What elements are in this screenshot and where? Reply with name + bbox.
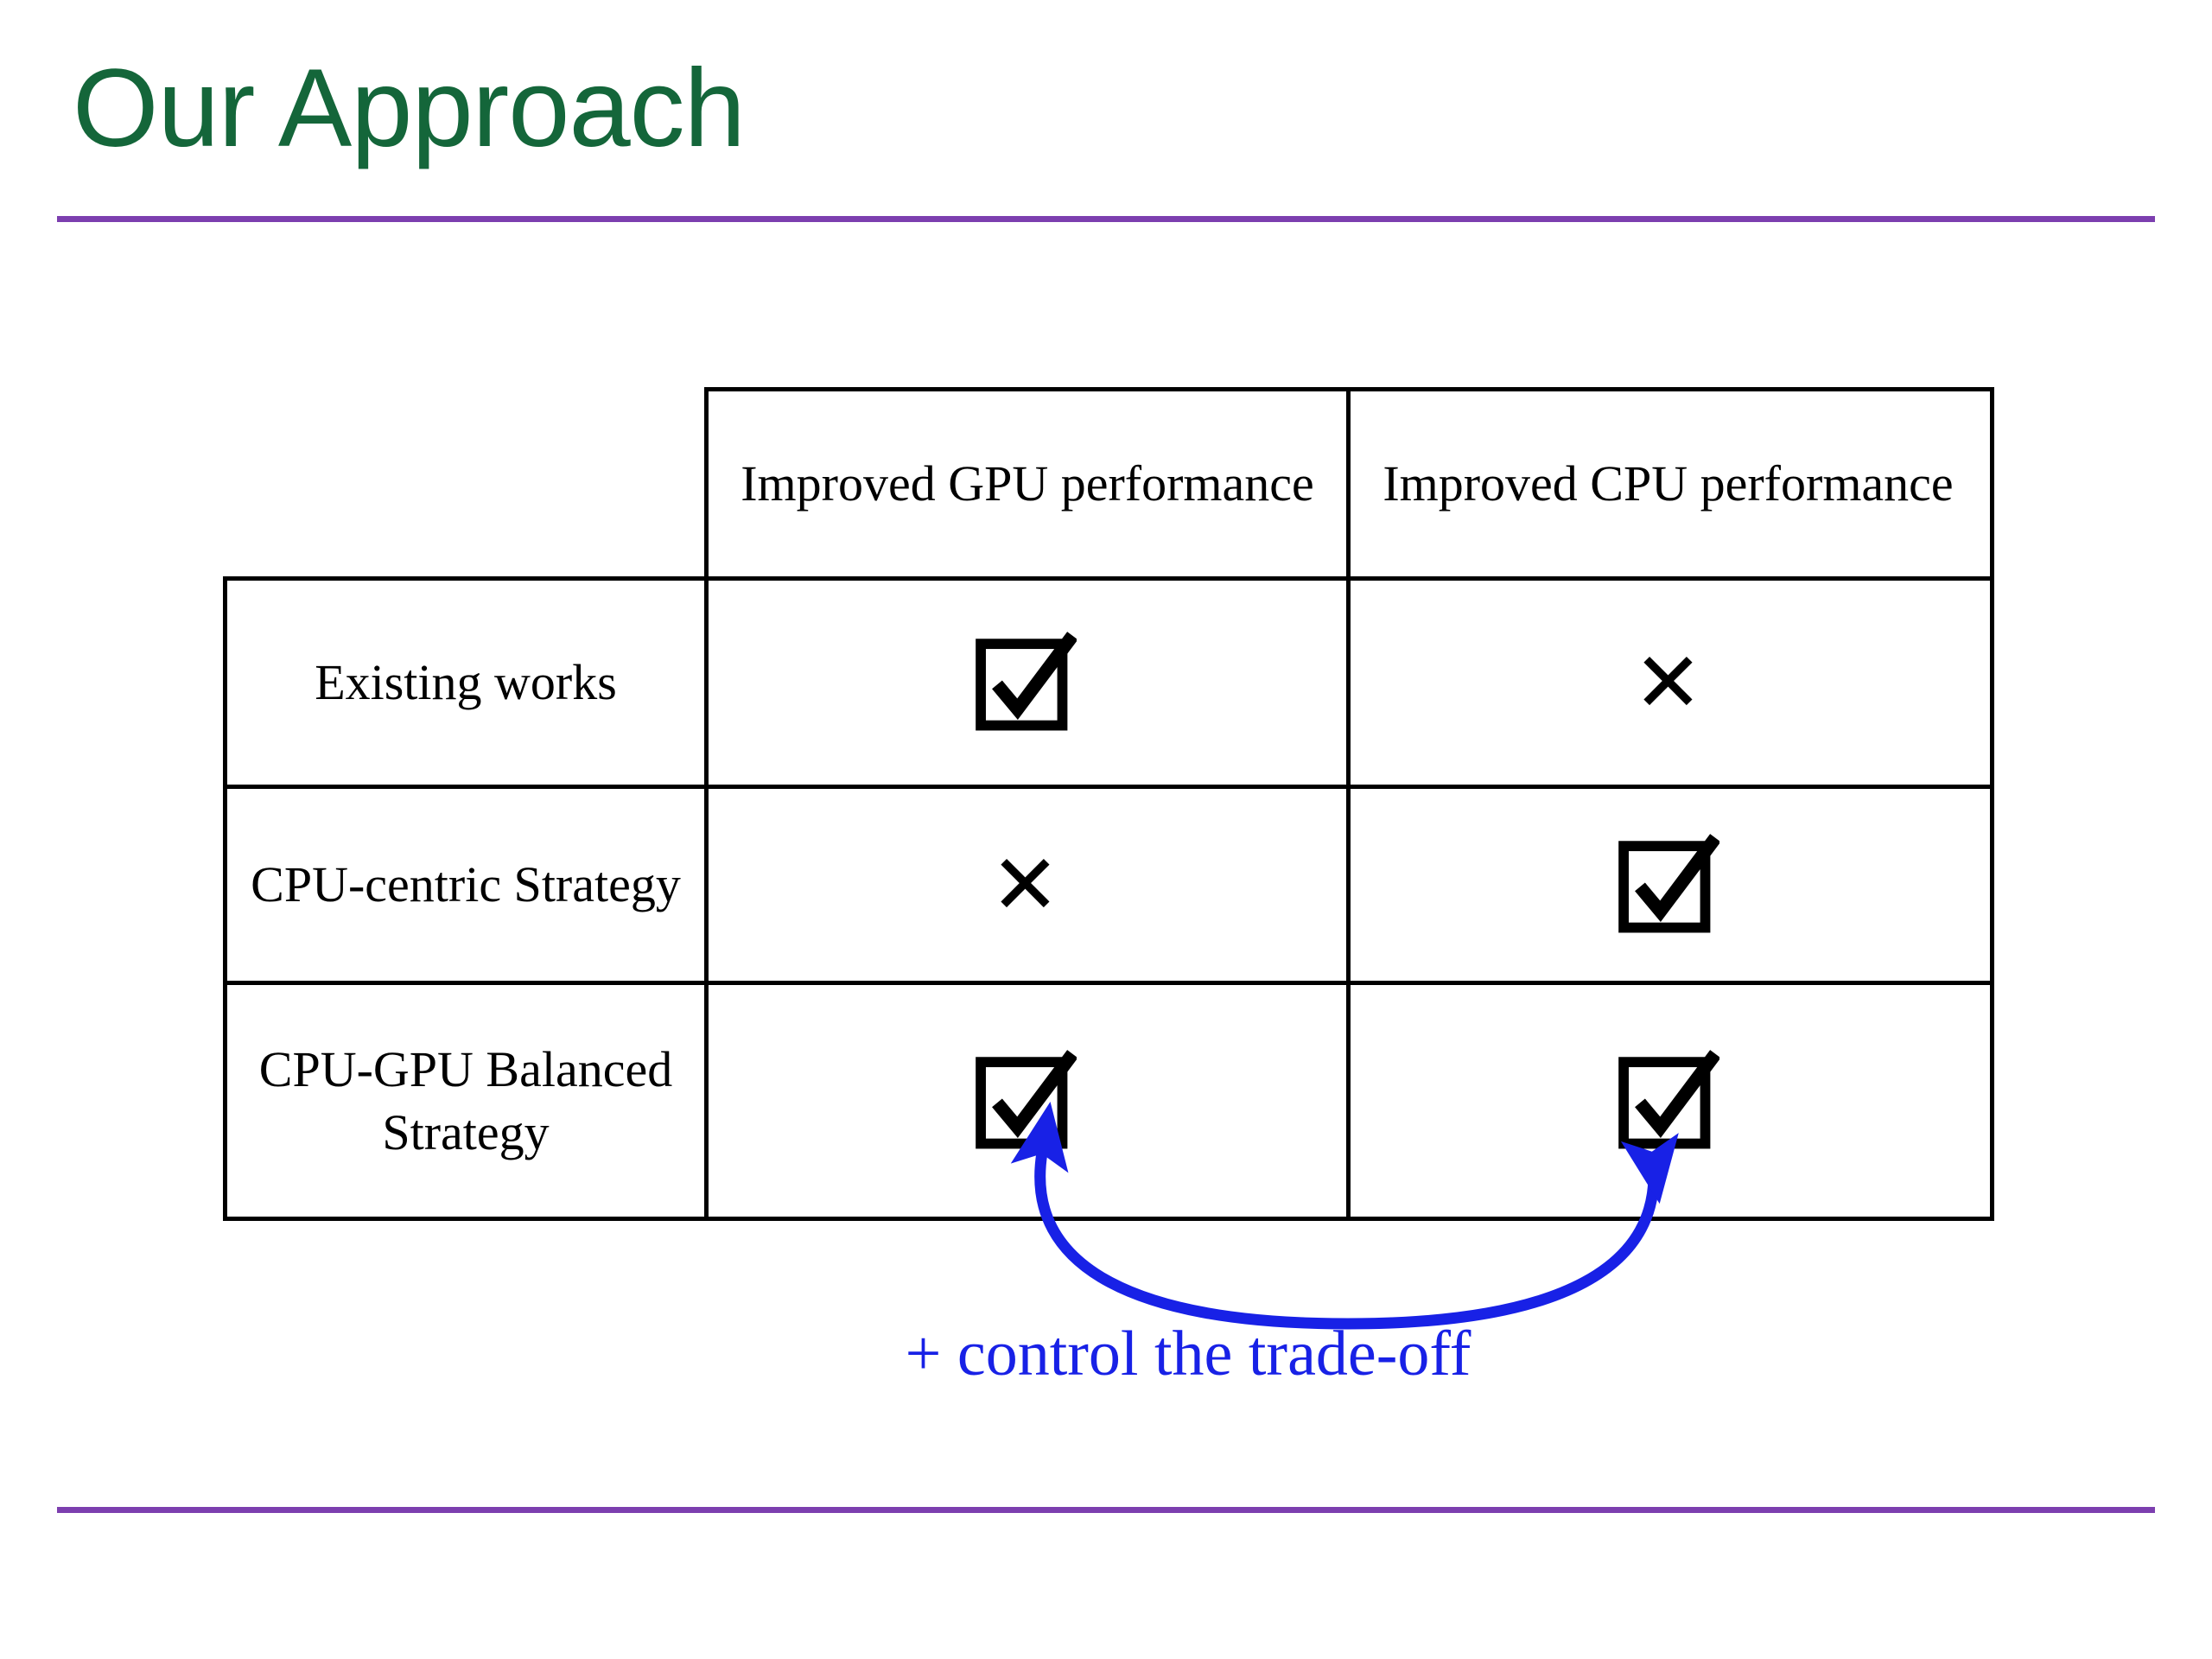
row-label-text: CPU-centric Strategy	[251, 856, 681, 913]
table-row-label-cpu-centric-strategy: CPU-centric Strategy	[223, 785, 709, 985]
table-cell-cpu-centric-cpu	[1346, 785, 1994, 985]
table-cell-existing-works-cpu: ✕	[1346, 576, 1994, 789]
table-header-improved-cpu-performance: Improved CPU performance	[1346, 387, 1994, 581]
ballot-box-with-check-icon	[975, 632, 1077, 734]
table-cell-existing-works-gpu	[704, 576, 1351, 789]
table-cell-balanced-gpu	[704, 981, 1351, 1221]
table-row-label-existing-works: Existing works	[223, 576, 709, 789]
ballot-box-with-check-icon	[975, 1050, 1077, 1152]
row-label-text: Existing works	[315, 654, 617, 711]
ballot-box-with-check-icon	[1618, 1050, 1720, 1152]
table-cell-balanced-cpu	[1346, 981, 1994, 1221]
row-label-text: CPU-GPU Balanced Strategy	[258, 1040, 673, 1160]
table-header-label: Improved GPU performance	[741, 454, 1314, 512]
page-title: Our Approach	[73, 47, 746, 170]
cross-mark-icon: ✕	[1633, 634, 1703, 731]
title-divider-rule	[57, 216, 2155, 222]
ballot-box-with-check-icon	[1618, 834, 1720, 936]
annotation-caption: + control the trade-off	[0, 1318, 2212, 1391]
cross-mark-icon: ✕	[990, 836, 1060, 933]
annotation-caption-text: + control the trade-off	[905, 1319, 1471, 1389]
table-header-improved-gpu-performance: Improved GPU performance	[704, 387, 1351, 581]
table-cell-cpu-centric-gpu: ✕	[704, 785, 1351, 985]
comparison-table: Improved GPU performance Improved CPU pe…	[223, 387, 1994, 1221]
table-row-label-cpu-gpu-balanced-strategy: CPU-GPU Balanced Strategy	[223, 981, 709, 1221]
table-header-label: Improved CPU performance	[1382, 454, 1954, 512]
footer-divider-rule	[57, 1507, 2155, 1513]
